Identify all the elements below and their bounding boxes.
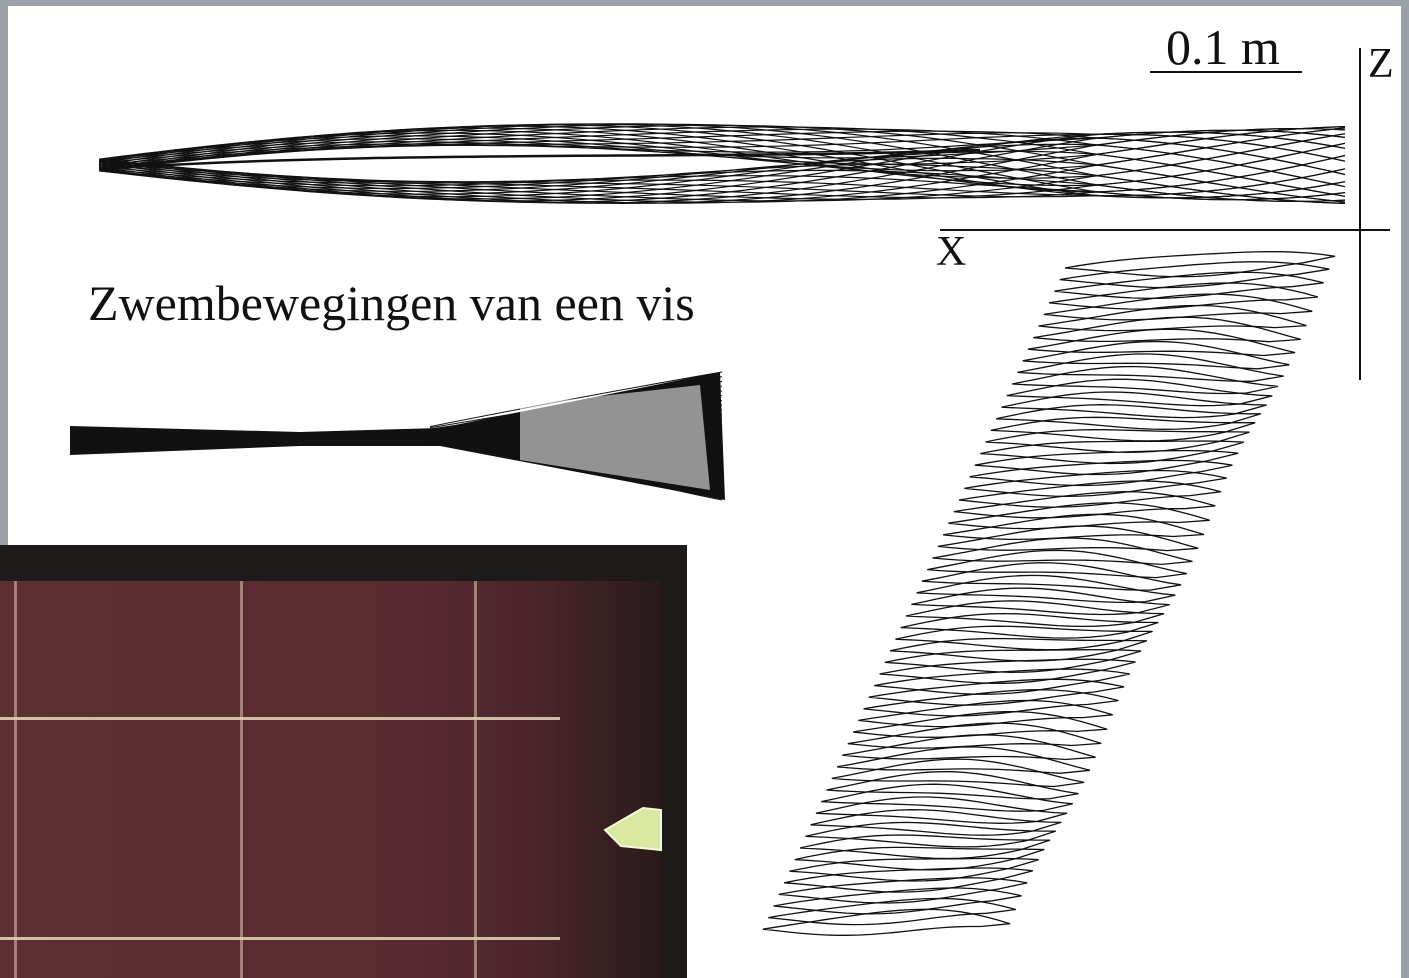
video-still — [0, 545, 687, 978]
video-grid-line — [474, 581, 477, 978]
top-view-envelope-gap — [520, 385, 710, 490]
coordinate-axes — [940, 48, 1390, 380]
video-grid-line — [240, 581, 243, 978]
video-still-tank — [0, 581, 660, 978]
video-grid-line — [14, 581, 17, 978]
sequence-trace — [927, 550, 1187, 577]
fish-in-video-icon — [603, 802, 663, 854]
x-axis-label: X — [936, 228, 966, 276]
sequence-trace — [911, 588, 1169, 614]
slide-caption: Zwembewegingen van een vis — [88, 274, 695, 332]
sequence-trace — [816, 797, 1067, 823]
side-view-trace — [100, 125, 1345, 202]
fish-sequence-traces — [763, 252, 1335, 936]
scale-bar-label: 0.1 m — [1166, 18, 1280, 76]
fish-top-view-envelope — [70, 372, 725, 500]
z-axis-label: Z — [1368, 40, 1394, 88]
sequence-trace — [1023, 342, 1290, 369]
sequence-trace — [1007, 379, 1273, 405]
fish-side-view-traces — [100, 124, 1345, 204]
sequence-trace — [1028, 329, 1295, 355]
